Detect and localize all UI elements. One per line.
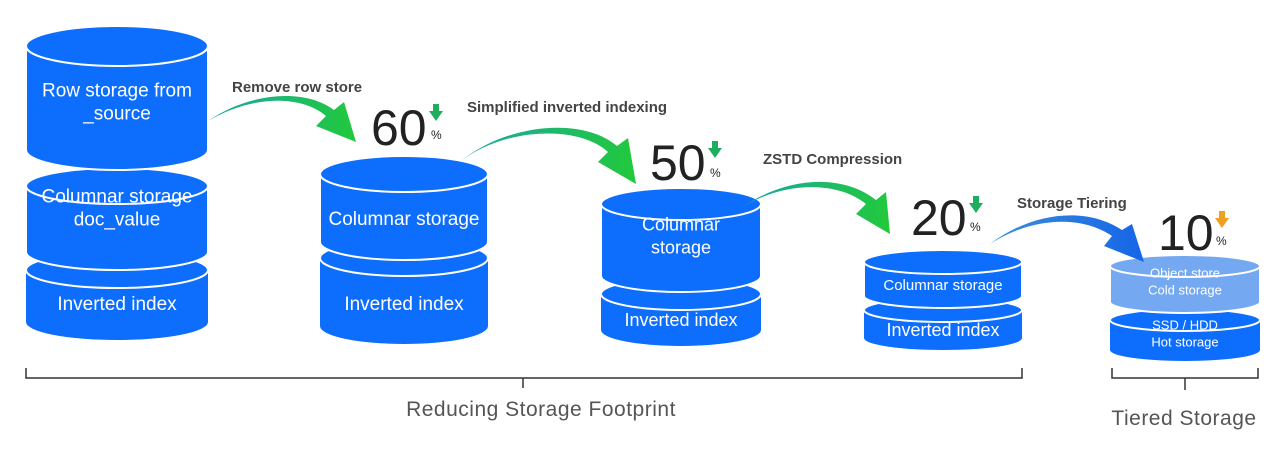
row-storage-label: Row storage from_source <box>42 81 192 125</box>
cylinder-columnar-storage: Columnar storage <box>319 155 489 261</box>
reduction-value: 50 <box>650 135 706 191</box>
reduction-10: 10 % <box>1158 205 1229 261</box>
cylinder-row-storage: Row storage from_source <box>25 25 209 171</box>
down-arrow-green-icon <box>708 141 722 158</box>
group-label-tiered: Tiered Storage <box>1111 407 1256 430</box>
stack-4: Inverted index Columnar storage <box>863 249 1023 350</box>
percent-sign: % <box>970 220 981 234</box>
transition-arrow-4 <box>990 215 1144 262</box>
transition-arrow-3 <box>741 181 890 234</box>
step-3-label: ZSTD Compression <box>763 151 902 168</box>
down-arrow-green-icon <box>969 196 983 213</box>
inverted-index-label: Inverted index <box>886 320 999 340</box>
reduction-60: 60 % <box>371 100 443 156</box>
percent-sign: % <box>431 128 442 142</box>
brace-tiered <box>1111 368 1259 390</box>
columnar-storage-label: Columnar storage <box>883 277 1002 294</box>
percent-sign: % <box>710 166 721 180</box>
reduction-value: 60 <box>371 100 427 156</box>
brace-reducing <box>25 368 1023 388</box>
group-label-reducing: Reducing Storage Footprint <box>406 398 676 421</box>
inverted-index-label: Inverted index <box>57 294 177 315</box>
transition-arrow-1 <box>208 95 356 142</box>
reduction-20: 20 % <box>911 190 983 246</box>
stack-2: Inverted index Columnar storage <box>319 155 489 344</box>
reduction-value: 20 <box>911 190 967 246</box>
down-arrow-green-icon <box>429 104 443 121</box>
columnar-storage-label: Columnar storage <box>328 209 479 230</box>
percent-sign: % <box>1216 234 1227 248</box>
inverted-index-label: Inverted index <box>344 294 464 315</box>
reduction-50: 50 % <box>650 135 722 191</box>
down-arrow-orange-icon <box>1215 211 1229 228</box>
step-1-label: Remove row store <box>232 79 362 96</box>
cylinder-columnar-storage: Columnar storage <box>863 249 1023 309</box>
reduction-value: 10 <box>1158 205 1214 261</box>
step-4-label: Storage Tiering <box>1017 195 1127 212</box>
step-2-label: Simplified inverted indexing <box>467 99 667 116</box>
inverted-index-label: Inverted index <box>624 310 737 330</box>
